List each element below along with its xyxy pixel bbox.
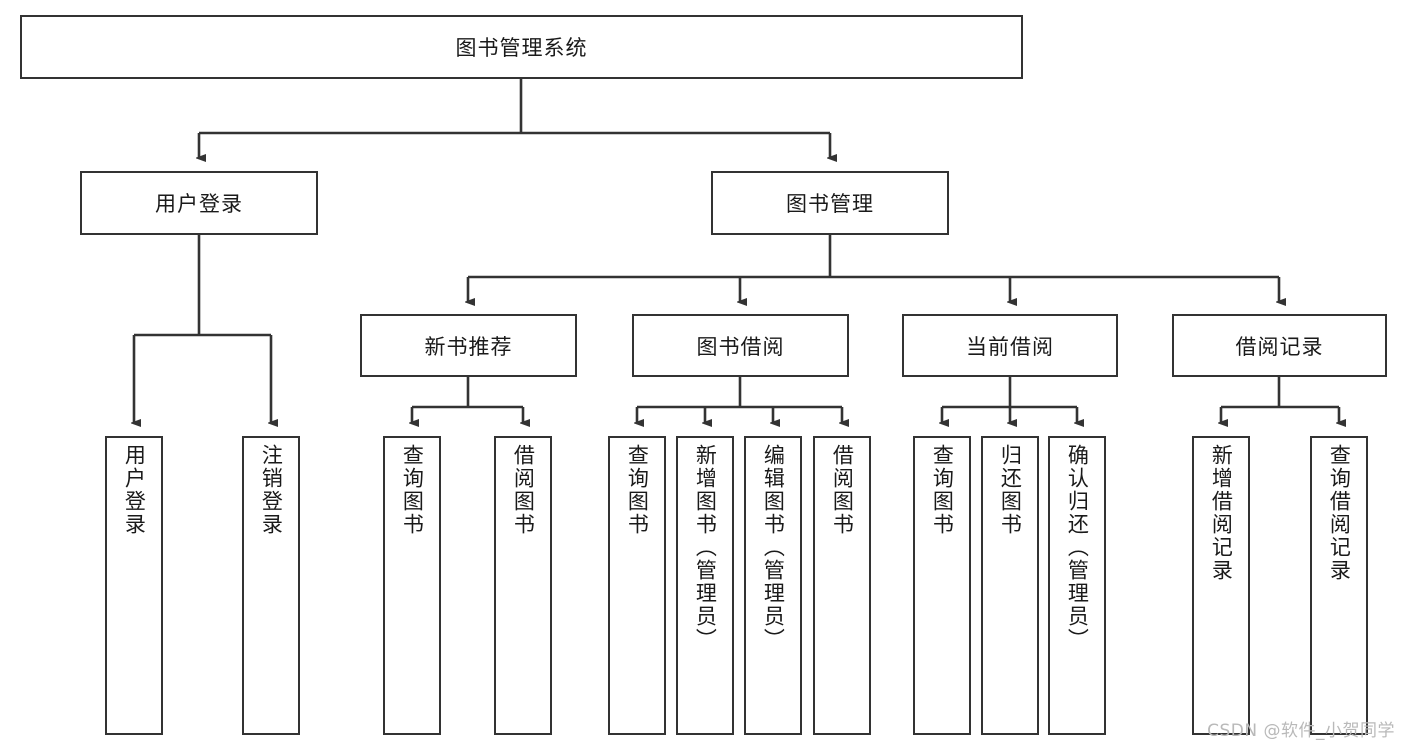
node-label: 图书借阅	[696, 334, 785, 359]
node-label: 借阅记录	[1235, 334, 1324, 359]
leaf-recommend-query-book[interactable]: 查询图书	[383, 436, 441, 735]
leaf-user-login-logout[interactable]: 注销登录	[242, 436, 300, 735]
node-label: 新书推荐	[424, 334, 513, 359]
node-label: 新增借阅记录	[1209, 444, 1234, 582]
node-label: 查询图书	[625, 444, 650, 536]
node-new-book-recommend[interactable]: 新书推荐	[360, 314, 577, 377]
node-label: 确认归还（管理员）	[1065, 444, 1090, 651]
node-current-borrow[interactable]: 当前借阅	[902, 314, 1118, 377]
node-root-system[interactable]: 图书管理系统	[20, 15, 1023, 79]
node-label: 查询图书	[930, 444, 955, 536]
node-label: 图书管理	[786, 192, 874, 216]
node-book-borrow[interactable]: 图书借阅	[632, 314, 849, 377]
leaf-user-login-login[interactable]: 用户登录	[105, 436, 163, 735]
node-label: 注销登录	[259, 444, 284, 536]
node-label: 当前借阅	[966, 334, 1054, 359]
node-label: 用户登录	[122, 444, 147, 536]
node-label: 图书管理系统	[455, 36, 588, 60]
watermark: CSDN @软件_小贺同学	[1207, 721, 1395, 741]
node-label: 借阅图书	[830, 444, 855, 536]
leaf-record-query-record[interactable]: 查询借阅记录	[1310, 436, 1368, 735]
node-borrow-record[interactable]: 借阅记录	[1172, 314, 1387, 377]
leaf-current-confirm-return-admin[interactable]: 确认归还（管理员）	[1048, 436, 1106, 735]
node-label: 查询图书	[400, 444, 425, 536]
node-label: 归还图书	[998, 444, 1023, 536]
leaf-borrow-add-book-admin[interactable]: 新增图书（管理员）	[676, 436, 734, 735]
leaf-borrow-query-book[interactable]: 查询图书	[608, 436, 666, 735]
node-label: 用户登录	[155, 192, 243, 216]
node-book-management[interactable]: 图书管理	[711, 171, 949, 235]
leaf-recommend-borrow-book[interactable]: 借阅图书	[494, 436, 552, 735]
node-label: 编辑图书（管理员）	[761, 444, 786, 651]
leaf-current-return-book[interactable]: 归还图书	[981, 436, 1039, 735]
leaf-borrow-borrow-book[interactable]: 借阅图书	[813, 436, 871, 735]
leaf-record-add-record[interactable]: 新增借阅记录	[1192, 436, 1250, 735]
node-label: 查询借阅记录	[1327, 444, 1352, 582]
leaf-current-query-book[interactable]: 查询图书	[913, 436, 971, 735]
node-user-login[interactable]: 用户登录	[80, 171, 318, 235]
node-label: 借阅图书	[511, 444, 536, 536]
leaf-borrow-edit-book-admin[interactable]: 编辑图书（管理员）	[744, 436, 802, 735]
node-label: 新增图书（管理员）	[693, 444, 718, 651]
